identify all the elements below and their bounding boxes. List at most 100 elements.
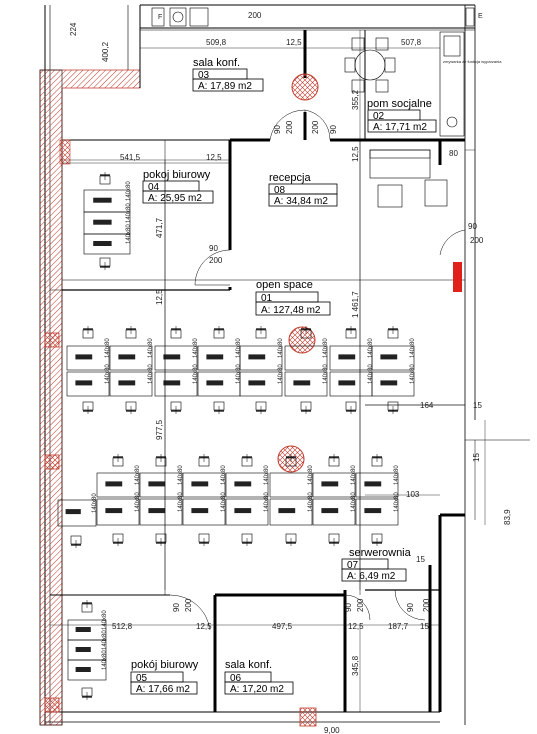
- dim-text: 200: [311, 120, 320, 134]
- dim-text: 103: [406, 490, 420, 499]
- chair: [387, 401, 399, 414]
- room-area: A: 17,89 m2: [198, 81, 252, 92]
- dim-text: 509,8: [206, 38, 227, 47]
- desk: 140x80: [83, 181, 132, 213]
- desk: 140x80: [96, 465, 141, 498]
- dimension-lines: [50, 30, 486, 712]
- chair: [387, 326, 399, 339]
- room-labels: sala konf. 03 A: 17,89 m2 pom socjalne 0…: [130, 57, 437, 695]
- dim-text: 90: [273, 125, 282, 134]
- desk-size-label: 140x80: [126, 203, 132, 223]
- room-label-sala-konf-06: sala konf. 06 A: 17,20 m2: [224, 659, 294, 695]
- desk-size-label: 140x80: [236, 364, 242, 384]
- dim-text: 90: [329, 125, 338, 134]
- dim-text: 200: [422, 598, 431, 612]
- dim-text: 12,5: [348, 622, 364, 631]
- desk-size-label: 140x80: [221, 465, 227, 485]
- chair: [345, 401, 357, 414]
- chair: [112, 454, 124, 467]
- dim-text: 345,8: [351, 655, 360, 676]
- desk-size-label: 140x80: [323, 338, 329, 358]
- desk: 140x80: [197, 364, 242, 397]
- room-number: 03: [198, 70, 210, 81]
- dim-text: 90: [172, 603, 181, 612]
- dim-text: 83,9: [503, 509, 512, 525]
- desk-size-label: 140x80: [102, 610, 108, 630]
- chair: [99, 172, 111, 185]
- desk-size-label: 140x80: [308, 465, 314, 485]
- desk-size-label: 140x80: [135, 465, 141, 485]
- room-name: sala konf.: [193, 57, 240, 69]
- dim-text: 507,8: [401, 38, 422, 47]
- desk-size-label: 140x80: [368, 338, 374, 358]
- room-name: pokoj biurowy: [143, 169, 211, 181]
- chair: [81, 600, 93, 613]
- room-area: A: 127,48 m2: [261, 305, 321, 316]
- desk-size-label: 140x80: [351, 465, 357, 485]
- room-name: pom socjalne: [367, 98, 432, 110]
- shaft-hatched: [39, 5, 141, 726]
- desk-size-label: 140x80: [236, 338, 242, 358]
- dim-text: 15: [420, 622, 429, 631]
- social-room-furniture: [344, 31, 465, 208]
- top-letter: F: [158, 14, 162, 21]
- chair: [82, 401, 94, 414]
- desk: 140x80: [154, 338, 199, 371]
- dim-text: 200: [285, 120, 294, 134]
- chair: [82, 326, 94, 339]
- dim-text: 12,5: [286, 38, 302, 47]
- desk-size-label: 140x80: [278, 364, 284, 384]
- room-label-pokoj-biurowy-04: pokoj biurowy 04 A: 25,95 m2: [142, 169, 214, 204]
- desk-size-label: 140x80: [135, 492, 141, 512]
- desk: 140x80: [269, 492, 314, 526]
- dim-text: 90: [468, 222, 477, 231]
- room-name: recepcja: [269, 172, 311, 184]
- desk-size-label: 140x80: [394, 465, 400, 485]
- columns: [44, 73, 319, 727]
- desk-size-label: 140x80: [148, 338, 154, 358]
- desk: 140x80: [139, 492, 184, 526]
- desk-size-label: 140x80: [410, 338, 416, 358]
- room-number: 06: [230, 673, 242, 684]
- desk: 140x80: [269, 465, 314, 498]
- desk: 140x80: [239, 364, 284, 397]
- desk-size-label: 140x80: [351, 492, 357, 512]
- room-number: 08: [274, 185, 286, 196]
- desk: 140x80: [225, 492, 270, 526]
- desk: 140x80: [225, 465, 270, 498]
- chair: [255, 401, 267, 414]
- chair: [241, 533, 253, 546]
- chair: [155, 454, 167, 467]
- dim-text: 90: [209, 244, 218, 253]
- desk-size-label: 140x80: [178, 492, 184, 512]
- chair: [345, 326, 357, 339]
- room-label-pom-socjalne-02: pom socjalne 02 A: 17,71 m2: [367, 98, 437, 133]
- desk-size-label: 140x80: [126, 181, 132, 201]
- dim-text: 355,2: [351, 89, 360, 110]
- dim-text: 512,8: [112, 622, 133, 631]
- room-number: 07: [347, 560, 359, 571]
- partition-lines: [50, 140, 530, 595]
- fire-hose-marker: [453, 262, 462, 292]
- room-area: A: 17,20 m2: [230, 684, 284, 695]
- desk: 140x80: [355, 465, 400, 498]
- chair: [300, 401, 312, 414]
- room-number: 04: [148, 182, 160, 193]
- chair: [81, 687, 93, 700]
- desk: 140x80: [139, 465, 184, 498]
- desk-size-label: 140x80: [368, 364, 374, 384]
- desk-groups: 140x80140x80140x80140x80140x80140x80140x…: [57, 172, 416, 700]
- desk-size-label: 140x80: [105, 338, 111, 358]
- dim-text: 977,5: [155, 419, 164, 440]
- desk-size-label: 140x80: [264, 492, 270, 512]
- desk-size-label: 140x80: [278, 338, 284, 358]
- room-area: A: 25,95 m2: [148, 193, 202, 204]
- dim-text: 12,5: [351, 146, 360, 162]
- room-number: 05: [136, 673, 148, 684]
- dim-text: 12,5: [196, 622, 212, 631]
- chair: [328, 533, 340, 546]
- dim-text: 15: [416, 555, 425, 564]
- desk: 140x80: [371, 338, 416, 371]
- door-swings: [169, 109, 466, 631]
